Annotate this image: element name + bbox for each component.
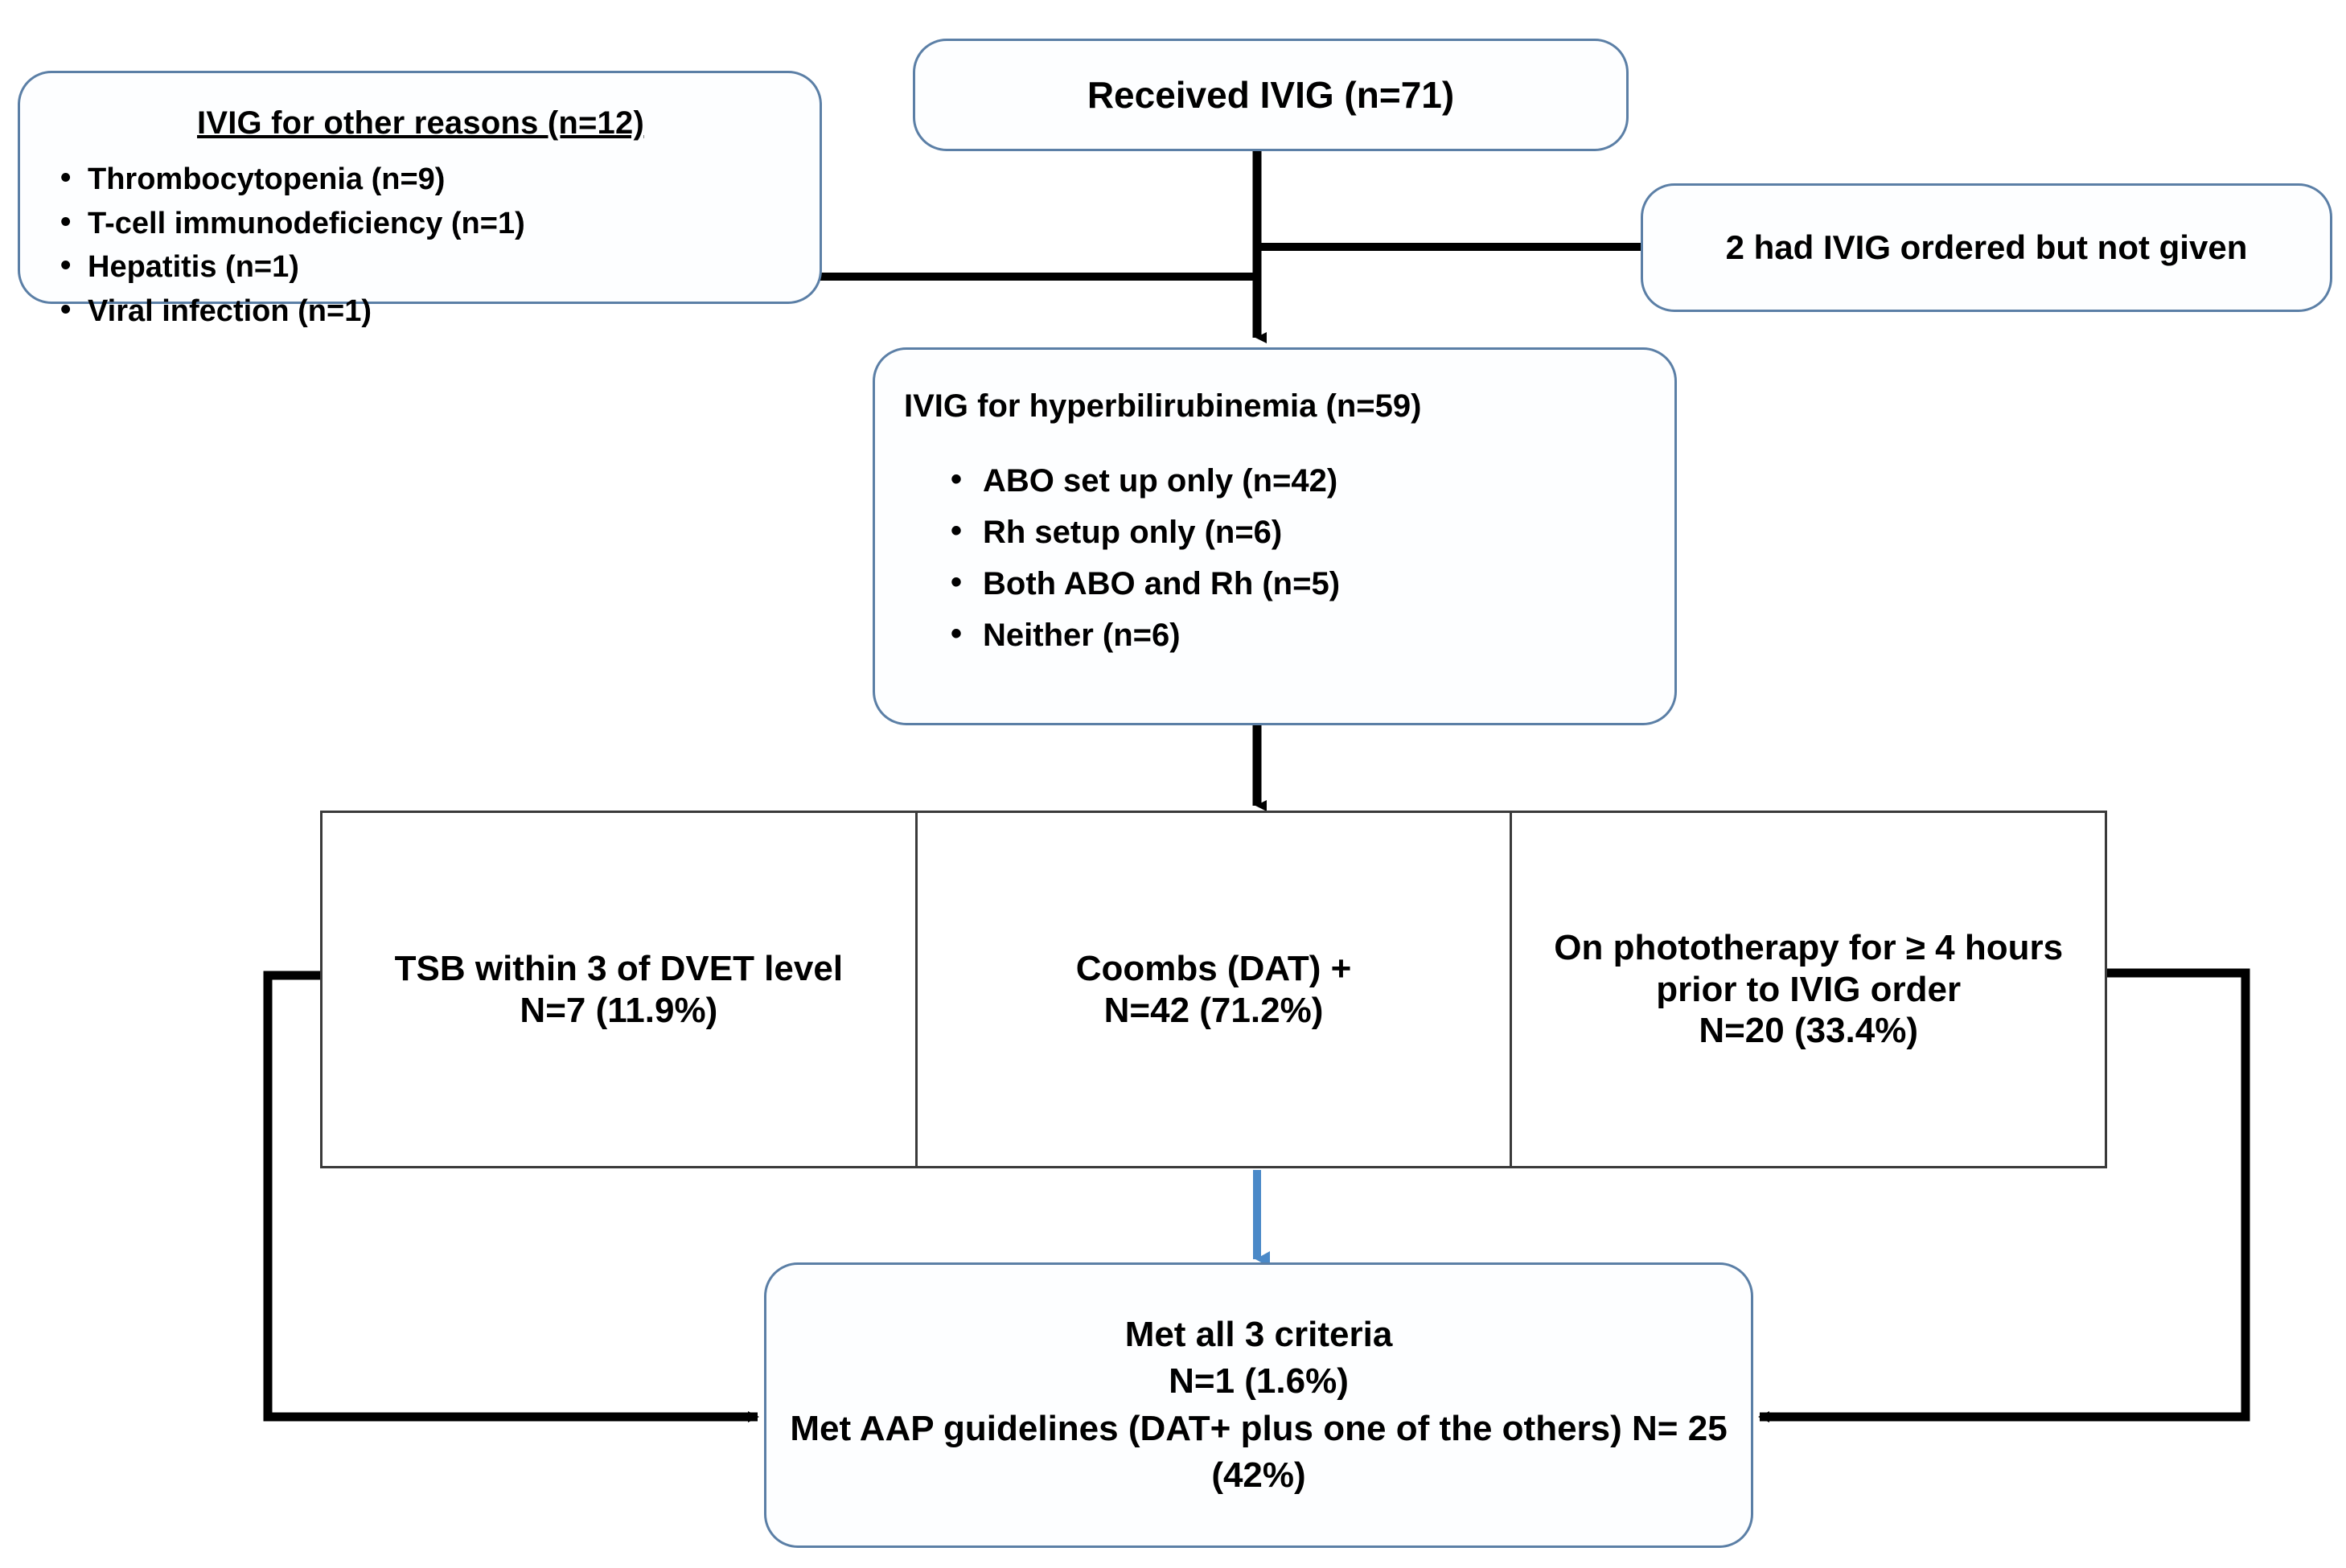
node-ivig-ordered-not-given[interactable]: 2 had IVIG ordered but not given [1641,183,2332,312]
criteria-column-tsb[interactable]: TSB within 3 of DVET level N=7 (11.9%) [323,813,915,1166]
criteria-column-coombs-dat[interactable]: Coombs (DAT) + N=42 (71.2%) [914,813,1510,1166]
criteria-column-phototherapy[interactable]: On phototherapy for ≥ 4 hours prior to I… [1510,813,2105,1166]
criteria-label: TSB within 3 of DVET level [394,948,844,988]
list-item: Rh setup only (n=6) [947,513,1660,550]
outcome-line-2: N=1 (1.6%) [1169,1361,1349,1402]
node-received-ivig[interactable]: Received IVIG (n=71) [913,39,1629,151]
other-reasons-list: Thrombocytopenia (n=9) T-cell immunodefi… [38,161,803,338]
hyperbili-header: IVIG for hyperbilirubinemia (n=59) [904,388,1422,424]
criteria-value: N=42 (71.2%) [1103,990,1324,1030]
list-item: T-cell immunodeficiency (n=1) [38,205,803,241]
list-item: Neither (n=6) [947,616,1660,653]
list-item: Both ABO and Rh (n=5) [947,564,1660,601]
criteria-label: Coombs (DAT) + [1075,948,1352,988]
node-ivig-hyperbilirubinemia[interactable]: IVIG for hyperbilirubinemia (n=59) ABO s… [873,347,1677,725]
received-ivig-label: Received IVIG (n=71) [1087,73,1455,116]
node-outcome-met-criteria[interactable]: Met all 3 criteria N=1 (1.6%) Met AAP gu… [764,1262,1753,1548]
criteria-label: On phototherapy for ≥ 4 hours prior to I… [1554,927,2064,1009]
criteria-value: N=20 (33.4%) [1699,1011,1919,1051]
list-item: ABO set up only (n=42) [947,462,1660,499]
node-ivig-other-reasons[interactable]: IVIG for other reasons (n=12) Thrombocyt… [18,71,822,328]
list-item: Viral infection (n=1) [38,293,803,329]
criteria-value: N=7 (11.9%) [520,990,718,1030]
list-item: Hepatitis (n=1) [38,248,803,285]
not-given-label: 2 had IVIG ordered but not given [1725,228,2248,266]
criteria-table: TSB within 3 of DVET level N=7 (11.9%) C… [320,811,2107,1168]
outcome-line-3: Met AAP guidelines (DAT+ plus one of the… [790,1408,1728,1495]
outcome-line-1: Met all 3 criteria [1124,1315,1393,1355]
list-item: Thrombocytopenia (n=9) [38,161,803,197]
other-reasons-header: IVIG for other reasons (n=12) [197,105,644,141]
hyperbili-list: ABO set up only (n=42) Rh setup only (n=… [947,462,1660,669]
